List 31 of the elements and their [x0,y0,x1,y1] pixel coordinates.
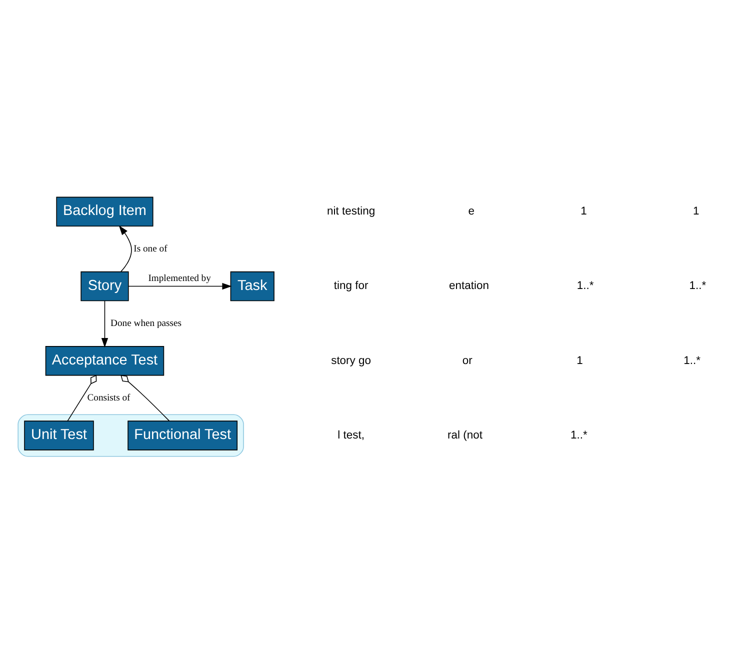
node-box: Backlog Item [56,196,154,226]
label: 1 [576,354,583,367]
node-box: Acceptance Test [45,346,164,376]
label: ting for [334,280,368,292]
label: story go [331,354,372,367]
label: 1..* [576,280,594,292]
node-box: Unit Test [24,420,94,450]
edge-label: Consists of [87,392,130,404]
edge-label: Is one of [134,243,168,254]
label: nit testing [327,206,376,218]
connector [67,374,97,422]
edge-label: Implemented by [148,273,211,284]
cluster [18,414,244,457]
label: entation [449,280,489,292]
node-box: Story [80,271,129,302]
label: 1..* [689,280,706,292]
label: 1..* [684,354,700,367]
label: 1..* [570,429,588,442]
label: 1 [580,206,587,218]
edge-label: Done when passes [110,318,182,330]
label: l test, [338,429,364,442]
node-box: Functional Test [128,420,238,450]
arrow [118,225,132,272]
arrow [128,282,232,290]
label: or [462,354,472,367]
label: ral (not [448,429,482,442]
connector [120,375,170,422]
arrow [101,300,108,348]
label: e [468,206,475,218]
node-box: Task [230,271,274,302]
label: 1 [692,206,700,218]
